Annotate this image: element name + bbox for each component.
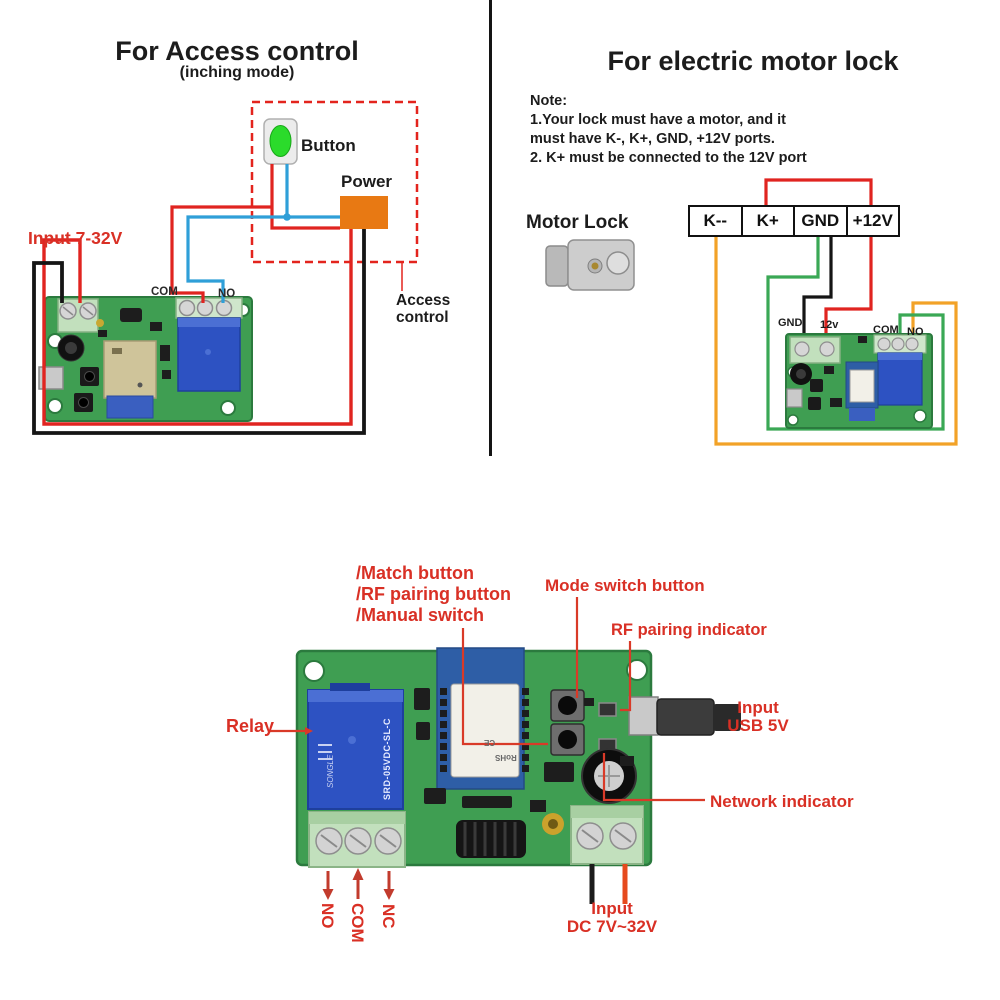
bottom-pcb-match-button [550, 723, 585, 756]
power-supply-box [340, 196, 388, 229]
right-pcb-relay [877, 352, 923, 406]
dc-input-line1: Input [591, 899, 633, 918]
terminal-12v: +12V [845, 207, 899, 235]
left-wires [32, 164, 366, 435]
right-pcb-components [824, 336, 867, 407]
left-pcb-com-label: COM [151, 286, 178, 298]
terminal-k-plus: K+ [740, 207, 794, 235]
match-button-callout: /Match button /RF pairing button /Manual… [356, 563, 511, 626]
com-terminal-label: COM [348, 903, 367, 943]
wire-power-black [32, 229, 366, 435]
panel-divider [489, 0, 492, 456]
usb-plug [656, 698, 741, 736]
left-subtitle: (inching mode) [179, 64, 295, 81]
right-pcb-com-label: COM [873, 324, 899, 336]
door-button [263, 118, 298, 165]
wire-k+-12v-loop [764, 178, 873, 205]
bottom-pcb-mode-button [550, 689, 585, 722]
left-pcb-components [96, 308, 171, 379]
usb-input-line1: Input [737, 698, 779, 717]
left-pcb-wifi-module [103, 340, 157, 419]
access-control-line1: Access [396, 292, 451, 309]
leader-match-button [461, 628, 548, 746]
leader-network-indicator [602, 753, 705, 802]
wifi-module-rohs-mark: RoHS [495, 753, 517, 762]
bottom-pcb-inductor [456, 820, 526, 858]
left-pcb-board [38, 296, 253, 422]
network-indicator-callout: Network indicator [710, 792, 854, 811]
right-pcb-button-1 [810, 379, 823, 392]
right-pcb-12v-label: 12v [820, 319, 839, 331]
wire-12v-red [824, 237, 873, 333]
rf-indicator-callout: RF pairing indicator [611, 621, 767, 639]
callout-leaders [268, 597, 705, 802]
relay-leader-arrowhead [305, 727, 313, 735]
relay-terminal-arrows [322, 868, 395, 900]
motor-lock-image [545, 239, 635, 291]
wire-gnd-black [802, 237, 833, 333]
wifi-module-ce-mark: CE [484, 738, 496, 747]
wire-button-red [270, 164, 340, 230]
bottom-pcb-components [414, 688, 634, 835]
callout-manual-switch: /Manual switch [356, 605, 485, 625]
right-pcb-board [785, 333, 933, 429]
right-pcb-gnd-label: GND [778, 317, 803, 329]
nc-terminal-label: NC [379, 904, 398, 929]
note-line-4: 2. K+ must be connected to the 12V port [530, 150, 807, 166]
bottom-pcb-input-terminal [570, 805, 644, 865]
callout-match: /Match button [356, 563, 474, 583]
rf-pairing-led [598, 702, 617, 717]
lock-terminal-table: K-- K+ GND +12V [688, 205, 900, 237]
mode-switch-callout: Mode switch button [545, 576, 705, 595]
usb-input-line2: USB 5V [727, 716, 789, 735]
access-control-label: Access control [396, 292, 450, 326]
right-pcb-no-label: NO [907, 326, 924, 338]
right-title: For electric motor lock [607, 46, 899, 76]
note-line-1: Note: [530, 93, 568, 109]
right-pcb-usb-port [786, 388, 803, 408]
left-title: For Access control [115, 36, 359, 66]
left-pcb-relay [177, 317, 241, 392]
relay-model-text: SRD-05VDC-SL-C [382, 717, 392, 800]
right-pcb-wifi-antenna [849, 408, 875, 421]
access-control-line2: control [396, 309, 449, 326]
usb-input-callout: Input USB 5V [712, 699, 804, 735]
input-7-32v-label: Input 7-32V [28, 228, 123, 248]
relay-callout: Relay [226, 716, 275, 736]
bottom-pcb-output-terminal [308, 811, 406, 868]
motor-lock-label: Motor Lock [526, 212, 629, 233]
no-terminal-label: NO [318, 903, 337, 929]
wire-k-minus-orange [714, 237, 958, 446]
leader-rf-indicator [620, 641, 632, 712]
terminal-k-minus: K-- [703, 211, 728, 230]
relay-brand-text: SONGLE [326, 754, 335, 788]
bottom-pcb-wifi-module [436, 647, 529, 790]
wire-power-red [42, 229, 353, 426]
power-label: Power [341, 172, 393, 191]
dc-input-callout: Input DC 7V~32V [562, 900, 662, 936]
button-label: Button [301, 136, 356, 155]
access-control-dashed-box [250, 100, 419, 264]
note-block: Note: 1.Your lock must have a motor, and… [530, 92, 807, 168]
wire-no-blue [186, 215, 340, 303]
bottom-pcb-board [295, 647, 741, 868]
left-pcb-no-label: NO [218, 288, 236, 300]
wire-com-red [170, 205, 272, 303]
callout-rf-pairing: /RF pairing button [356, 584, 511, 604]
note-line-3: must have K-, K+, GND, +12V ports. [530, 131, 775, 147]
right-pcb-button-2 [808, 397, 821, 410]
note-line-2: 1.Your lock must have a motor, and it [530, 112, 786, 128]
dc-input-line2: DC 7V~32V [566, 917, 658, 936]
bottom-pcb-usb-port [628, 696, 659, 736]
bottom-pcb-relay [307, 683, 404, 810]
terminal-gnd: GND [793, 207, 846, 235]
